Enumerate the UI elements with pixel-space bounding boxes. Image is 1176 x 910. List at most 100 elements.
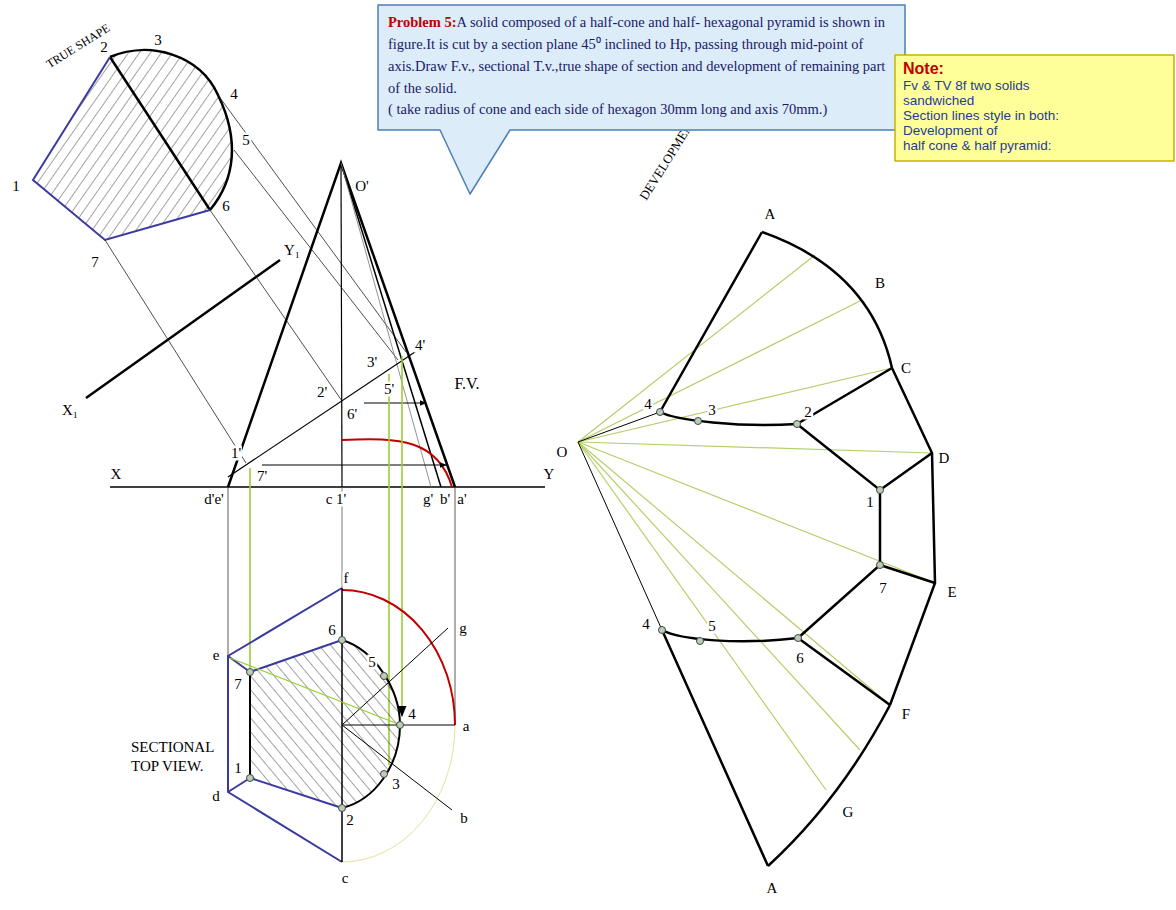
point-label: 6 [795, 651, 805, 666]
box-body: Note:Fv & TV 8f two solidssandwichedSect… [895, 55, 1174, 159]
generator-line [578, 442, 932, 453]
section-edge [249, 672, 251, 778]
point-mark [695, 418, 702, 425]
point-label: D [938, 451, 951, 466]
fold-line [797, 368, 935, 705]
point-mark [339, 805, 346, 812]
section-curve [660, 412, 797, 425]
view-title: F.V. [453, 376, 480, 392]
problem-callout: Problem 5:A solid composed of a half-con… [378, 5, 905, 130]
point-label: 6 [327, 623, 337, 638]
point-label: g [458, 621, 468, 636]
point-label: 5 [707, 619, 717, 634]
point-label: A [764, 207, 777, 222]
point-label: O [556, 445, 569, 460]
generator-line [342, 628, 448, 725]
projector-line [210, 210, 342, 401]
point-mark [381, 673, 388, 680]
point-label: 3' [366, 355, 378, 370]
note-box: Note:Fv & TV 8f two solidssandwichedSect… [895, 55, 1174, 161]
note-heading: Note: [903, 59, 1166, 78]
point-label: 4 [407, 707, 417, 722]
view-title: SECTIONAL TOP VIEW. [130, 738, 224, 776]
box-shape [378, 5, 905, 194]
reference-line-label: X [110, 467, 123, 482]
projector-line [218, 95, 406, 352]
generator-line [578, 442, 826, 790]
section-hatch [250, 640, 400, 808]
note-text: Fv & TV 8f two solids [903, 78, 1166, 93]
reference-line-label: X₁ [61, 403, 79, 418]
top-view [228, 588, 455, 862]
point-mark [697, 638, 704, 645]
point-label: 7 [233, 677, 243, 692]
point-label: 7' [256, 469, 268, 484]
point-label: O' [354, 179, 370, 194]
point-mark [381, 771, 388, 778]
point-label: 7 [878, 581, 888, 596]
hexagon-outline [228, 588, 342, 862]
point-label: a [462, 719, 471, 734]
point-mark [659, 627, 666, 634]
generator-line [341, 163, 431, 487]
projector-line [401, 356, 403, 716]
point-label: f [343, 571, 350, 586]
section-edge [797, 424, 880, 638]
projection-arrow [262, 465, 446, 466]
section-hatch [33, 50, 232, 240]
point-label: b' [439, 492, 451, 507]
point-label: c [341, 871, 350, 886]
problem-text: A solid composed of a half-cone and half… [388, 14, 885, 96]
pyramid-section-outline [33, 57, 210, 240]
pyramid-base-edge [890, 368, 935, 705]
point-label: G [842, 805, 855, 820]
projector-line [455, 487, 456, 725]
point-label: d [211, 789, 221, 804]
point-label: B [874, 276, 886, 291]
reference-line-label: Y₁ [283, 243, 301, 258]
generator-line [578, 300, 862, 442]
point-label: 5' [383, 382, 395, 397]
cone-arc [762, 232, 892, 368]
cone-curve [342, 439, 452, 487]
point-label: 7 [90, 255, 100, 270]
point-label: 5 [241, 133, 251, 148]
point-label: 1 [11, 179, 21, 194]
point-mark [247, 669, 254, 676]
xy-line [110, 486, 545, 488]
axis-line [341, 163, 342, 487]
note-text: Development of [903, 123, 1166, 138]
point-label: g' [422, 492, 434, 507]
solid-outline [228, 163, 455, 487]
point-mark [657, 409, 664, 416]
edge-line [578, 412, 662, 630]
point-label: 1' [230, 446, 242, 461]
problem-text: ( take radius of cone and each side of h… [388, 99, 895, 120]
point-label: 4 [229, 87, 239, 102]
point-label: b [459, 811, 469, 826]
point-mark [794, 421, 801, 428]
point-mark [247, 775, 254, 782]
point-mark [795, 635, 802, 642]
development [578, 232, 935, 866]
point-mark [397, 722, 404, 729]
point-label: F [901, 707, 911, 722]
projector-line [249, 468, 251, 668]
point-label: e [212, 648, 221, 663]
point-label: 6 [221, 199, 231, 214]
generator-line [342, 725, 452, 810]
point-label: 1 [865, 495, 875, 510]
point-label: 3 [707, 403, 717, 418]
joint-line [110, 57, 210, 210]
projector-line [228, 487, 229, 656]
note-text: sandwiched [903, 93, 1166, 108]
generator-line [578, 442, 860, 750]
section-edge [250, 640, 342, 808]
point-label: 3 [153, 33, 163, 48]
edge-line [660, 232, 768, 866]
point-label: 2' [316, 385, 328, 400]
projection-arrow [364, 403, 426, 404]
point-label: 1 [233, 761, 243, 776]
section-curve [342, 640, 400, 808]
